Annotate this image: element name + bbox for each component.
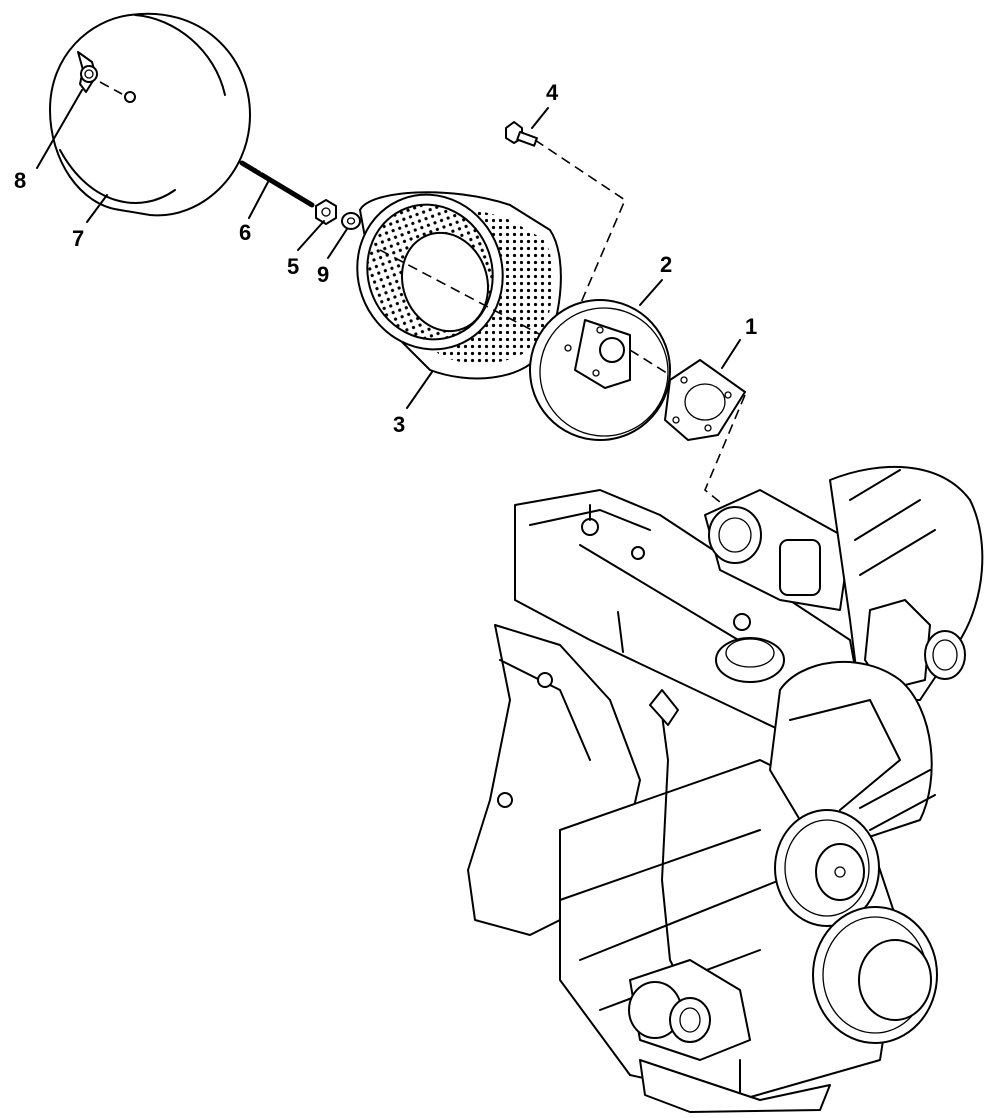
callout-6: 6 <box>239 220 251 245</box>
callouts: 1 2 3 4 5 6 7 8 9 <box>14 80 757 437</box>
air-cleaner-cover <box>49 12 251 217</box>
wing-nut <box>77 51 98 93</box>
callout-2: 2 <box>660 252 672 277</box>
washer <box>341 212 361 230</box>
callout-1: 1 <box>745 314 757 339</box>
nut <box>315 199 337 225</box>
callout-5: 5 <box>287 254 299 279</box>
callout-9: 9 <box>317 262 329 287</box>
callout-3: 3 <box>393 412 405 437</box>
leader-lines <box>36 89 741 409</box>
engine-assembly <box>467 465 984 1113</box>
air-filter-element <box>356 191 562 380</box>
callout-4: 4 <box>546 80 559 105</box>
bolt <box>505 121 538 147</box>
gasket <box>664 359 746 441</box>
air-cleaner-base <box>529 299 671 441</box>
callout-7: 7 <box>72 226 84 251</box>
callout-8: 8 <box>14 168 26 193</box>
stud <box>239 159 315 208</box>
